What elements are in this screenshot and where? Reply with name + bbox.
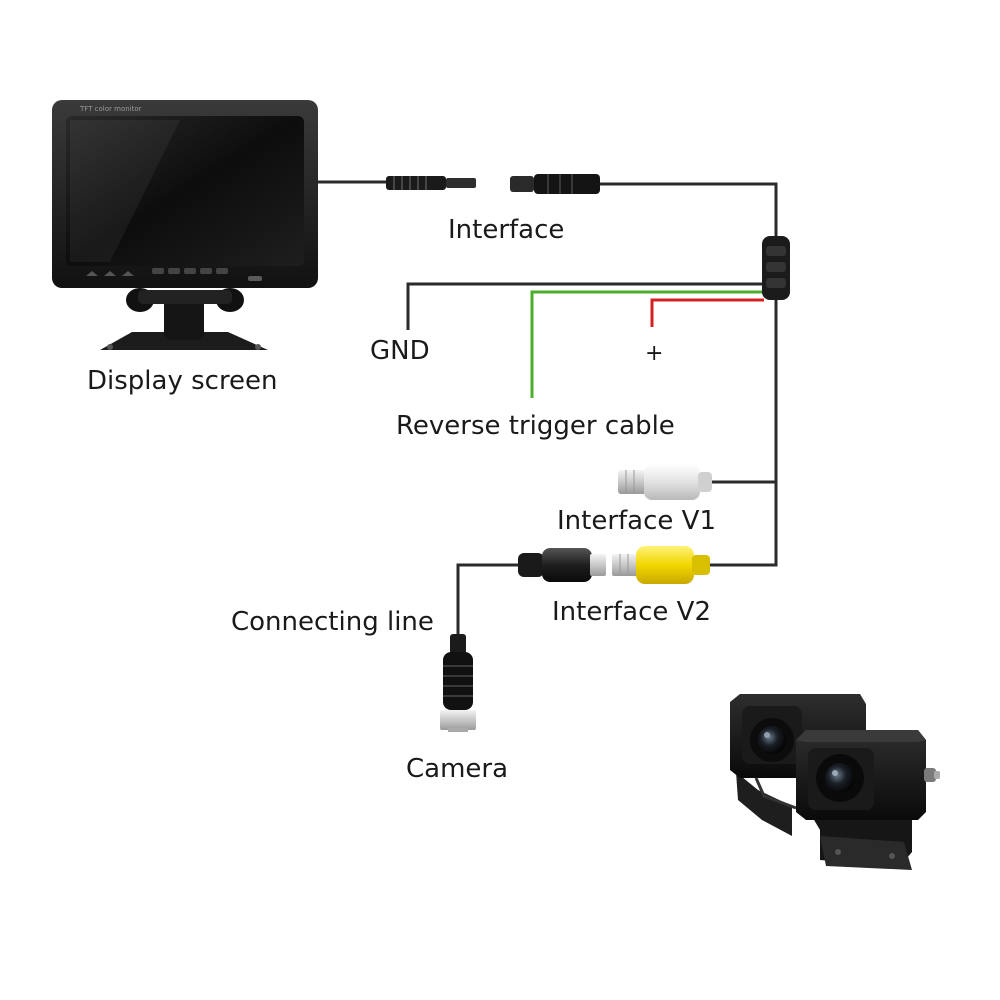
interface-label: Interface xyxy=(448,215,565,245)
camera-label: Camera xyxy=(406,754,509,784)
monitor-brand-text: TFT color monitor xyxy=(79,105,142,113)
reverse-trigger-wire xyxy=(530,290,764,398)
interface-male-plug xyxy=(386,176,476,190)
power-plus-wire xyxy=(650,298,764,327)
interface-v2-label: Interface V2 xyxy=(552,597,711,627)
cable-junction-block xyxy=(762,236,790,300)
interface-v1-label: Interface V1 xyxy=(557,506,716,536)
trunk-cable-top xyxy=(600,182,778,238)
plus-label: + xyxy=(645,341,664,366)
connecting-line-label: Connecting line xyxy=(231,607,434,637)
interface-female-socket xyxy=(510,174,600,194)
gnd-wire xyxy=(406,282,764,330)
gnd-label: GND xyxy=(370,336,430,366)
trunk-cable-main xyxy=(710,300,778,567)
display-screen-label: Display screen xyxy=(87,366,278,396)
camera-product-image xyxy=(730,694,940,870)
camera-connecting-line xyxy=(456,563,518,636)
camera-plug xyxy=(440,634,476,732)
rear-camera-front xyxy=(796,730,940,870)
display-screen-image: TFT color monitor xyxy=(52,100,318,350)
cables xyxy=(315,180,778,636)
rca-interface-v2 xyxy=(518,546,710,584)
reverse-trigger-cable-label: Reverse trigger cable xyxy=(396,411,675,441)
rca-interface-v1 xyxy=(618,464,712,500)
